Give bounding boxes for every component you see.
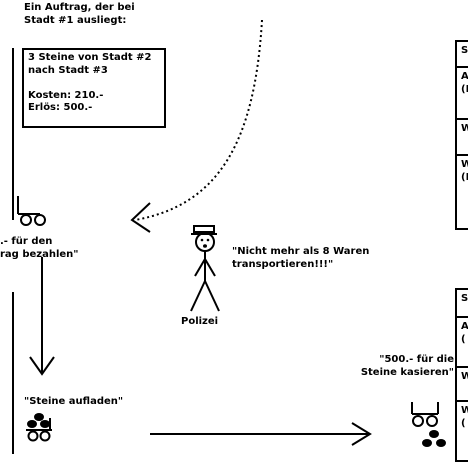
right-arrow-head: [351, 422, 372, 446]
police-quote: "Nicht mehr als 8 Waren transportieren!!…: [232, 246, 370, 270]
table-cell: S: [457, 42, 468, 68]
table-cell: W: [457, 368, 468, 402]
city-table-top: S A (I W W (I: [455, 40, 468, 230]
stones-cart-icon: [26, 413, 52, 442]
order-title: Ein Auftrag, der bei Stadt #1 ausliegt:: [24, 2, 135, 26]
stick-figure-police-icon: [190, 225, 220, 312]
pay-quote: .- für den rag bezahlen": [0, 236, 79, 260]
cart-unload-icon: [411, 402, 446, 447]
cash-quote: "500.- für die Steine kasieren": [360, 354, 454, 378]
load-quote: "Steine aufladen": [24, 396, 124, 407]
city-table-bottom: S A ( W W (: [455, 288, 468, 462]
table-cell: S: [457, 290, 468, 318]
cart-icon: [17, 196, 46, 226]
arrow-head-left: [130, 202, 151, 233]
table-cell: A (I: [457, 68, 468, 120]
table-cell: W (I: [461, 159, 468, 183]
table-cell: A (: [457, 318, 468, 368]
police-label: Polizei: [181, 316, 219, 327]
down-arrow-head: [29, 356, 55, 376]
table-cell: W: [457, 120, 468, 156]
order-box: 3 Steine von Stadt #2 nach Stadt #3 Kost…: [22, 48, 166, 128]
table-cell: W (: [461, 405, 468, 429]
